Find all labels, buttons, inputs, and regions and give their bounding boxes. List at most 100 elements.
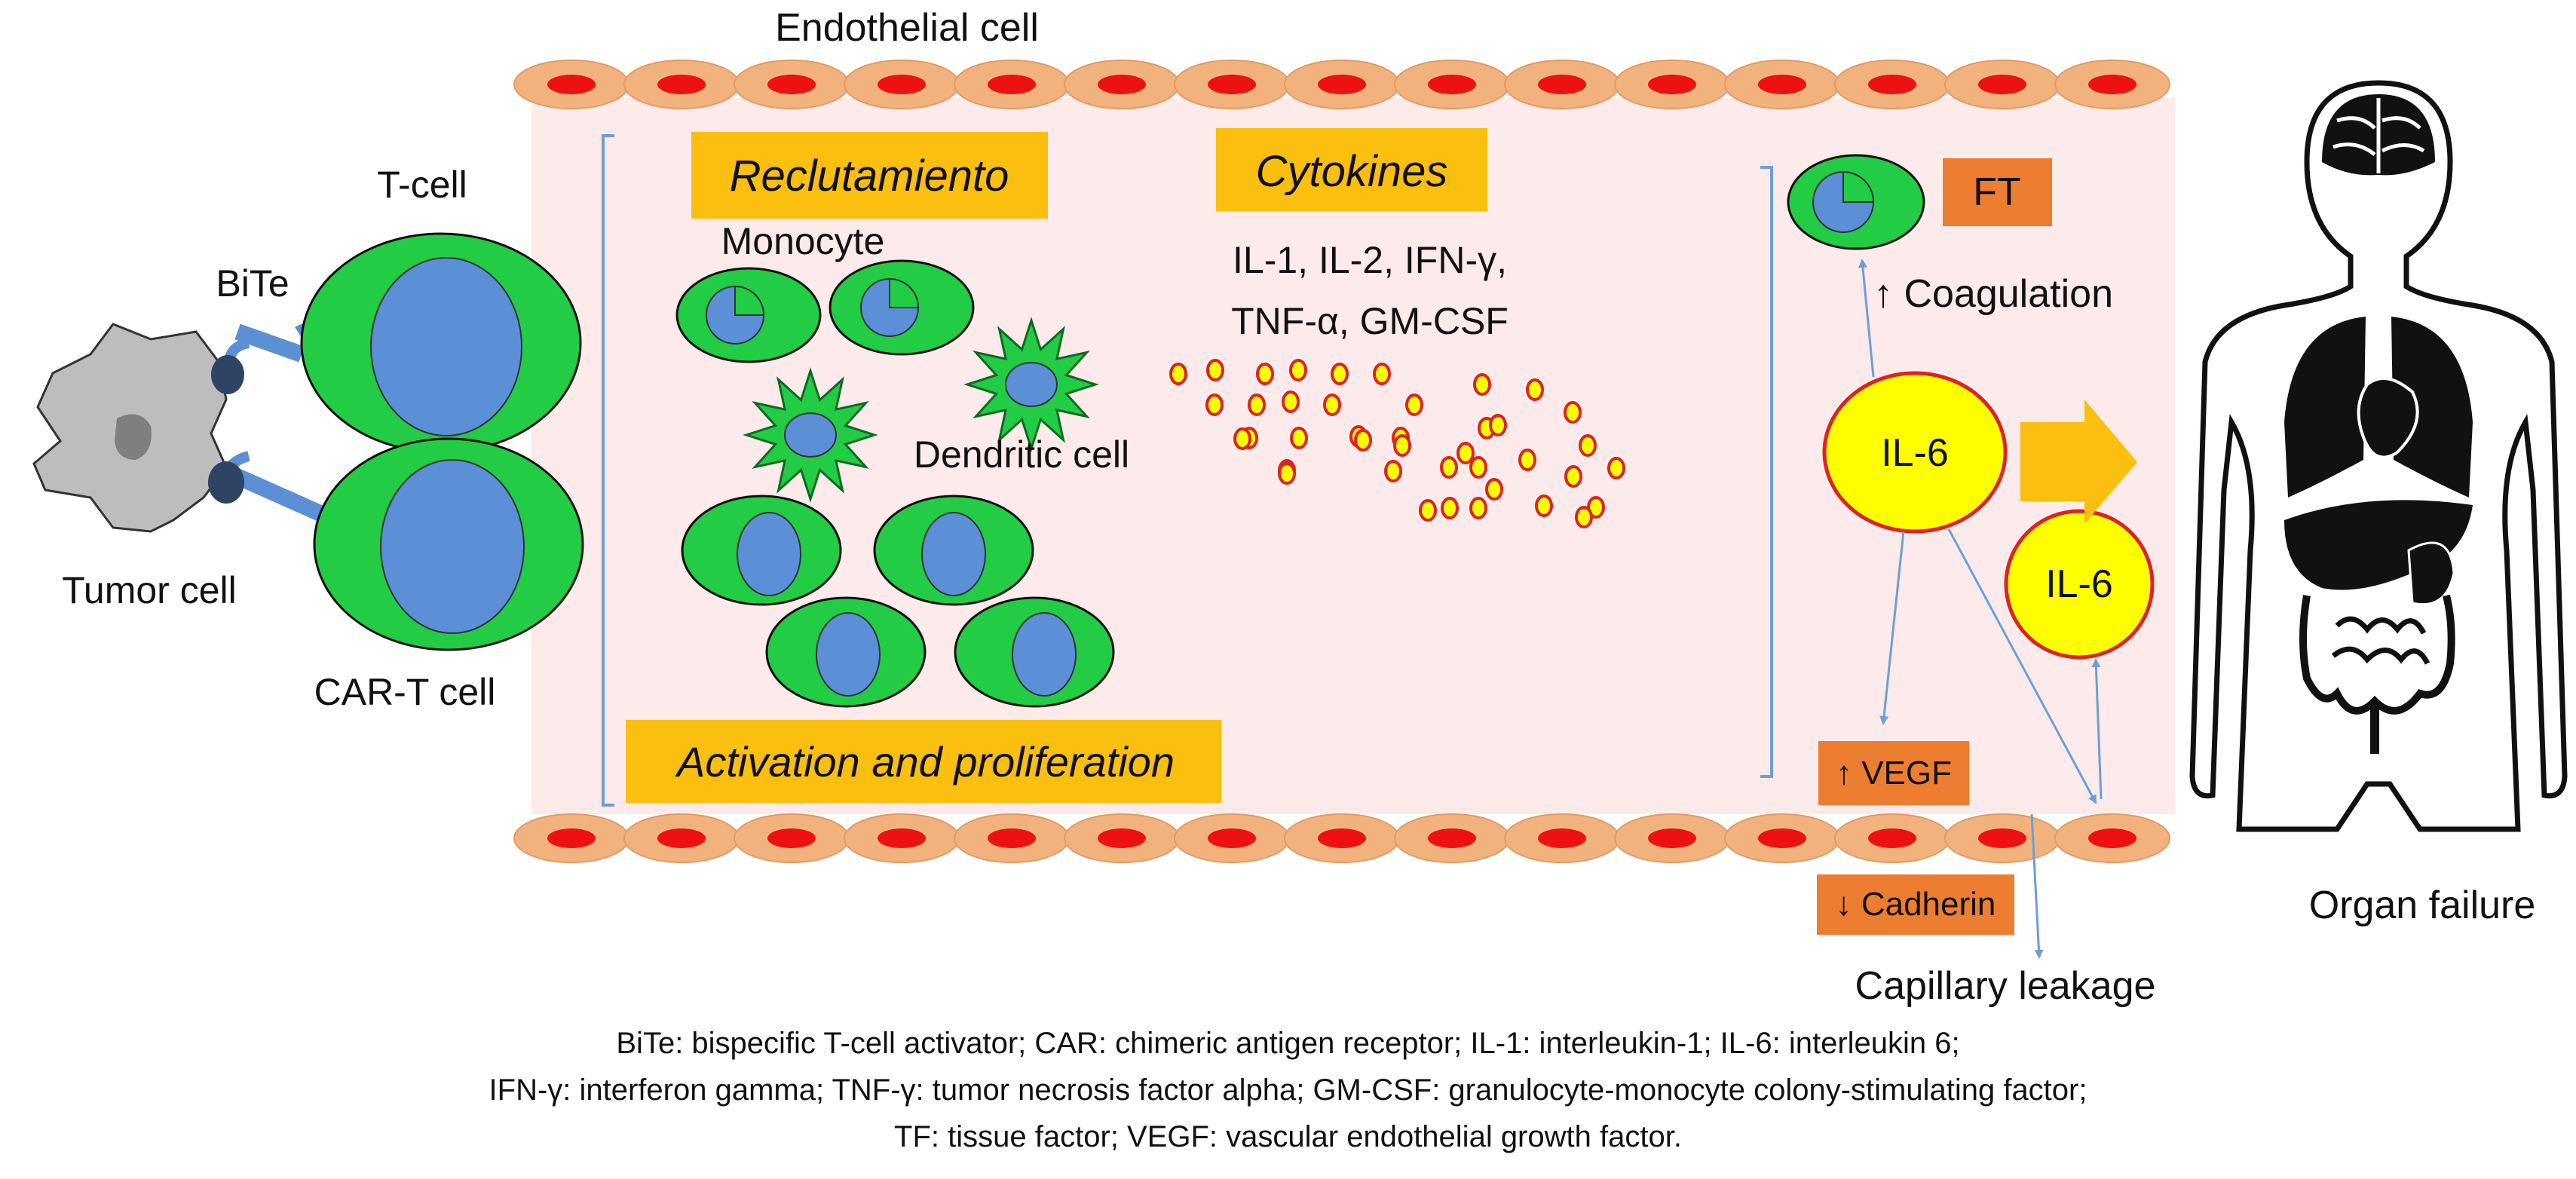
cytokine-particles (1169, 359, 1625, 528)
endothelial-nucleus (988, 75, 1036, 94)
arrow-capillary-leakage (2030, 813, 2044, 959)
dendritic-cell-1 (743, 367, 878, 503)
endothelial-nucleus (1868, 828, 1916, 848)
endothelial-nucleus (1978, 828, 2026, 848)
endothelial-row-top (513, 60, 2170, 109)
dendritic-nucleus (784, 412, 837, 458)
cytokine-particle (1233, 427, 1251, 450)
monocyte-1 (675, 267, 822, 363)
endothelial-nucleus (547, 828, 596, 848)
cytokine-particle (1206, 359, 1224, 381)
dendritic-cell-2 (963, 317, 1099, 452)
ft-label: FT (1973, 170, 2021, 214)
cadherin-label: ↓ Cadherin (1836, 886, 1996, 923)
cytokine-particle (1393, 434, 1411, 457)
arrow-il6-to-endothelium (1947, 528, 2097, 804)
cytokine-particle (1440, 456, 1458, 479)
right-bracket (1760, 166, 1773, 778)
endothelial-nucleus (1428, 828, 1476, 848)
dendritic-cell-label: Dendritic cell (914, 433, 1129, 476)
dendritic-nucleus (1005, 362, 1058, 407)
cytokine-particle (1384, 460, 1402, 482)
endothelial-nucleus (657, 828, 706, 848)
cytokine-list-line1: IL-1, IL-2, IFN-γ, (1233, 239, 1507, 281)
cytokine-particle (1485, 478, 1503, 501)
cytokine-particle (1331, 363, 1349, 385)
endothelial-nucleus (1318, 75, 1366, 94)
cytokine-particle (1282, 390, 1300, 413)
endothelial-nucleus (878, 828, 926, 848)
activation-box (626, 720, 1221, 803)
proliferating-cell-3 (765, 596, 927, 708)
cytokine-particle (1373, 363, 1391, 385)
arrow-il6-to-vegf (1879, 531, 1905, 725)
cytokine-particle (1469, 456, 1487, 479)
cytokine-particle (1248, 394, 1266, 416)
endothelial-nucleus (1208, 828, 1256, 848)
t-cell (300, 232, 582, 454)
tumor-cell-label: Tumor cell (62, 569, 237, 611)
cytokine-particle (1289, 359, 1307, 381)
cytokine-particle (1575, 506, 1593, 528)
monocyte-2 (829, 259, 975, 356)
cytokines-label: Cytokines (1256, 147, 1448, 196)
endothelial-nucleus (1758, 75, 1806, 94)
cytokine-particle (1518, 449, 1536, 471)
cytokine-particle (1489, 414, 1507, 436)
il6-small-circle (2004, 509, 2155, 660)
cytokine-particle (1419, 499, 1437, 522)
bite-label: BiTe (216, 262, 289, 305)
endothelial-nucleus (1648, 75, 1696, 94)
endothelial-nucleus (767, 828, 816, 848)
il6-large-label: IL-6 (1881, 431, 1949, 475)
endothelial-nucleus (1098, 828, 1146, 848)
endothelial-nucleus (2088, 75, 2136, 94)
endothelial-nucleus (1538, 828, 1586, 848)
human-body-organs-icon (2189, 80, 2568, 832)
endothelial-nucleus (1318, 828, 1366, 848)
cytokine-particle (1579, 434, 1597, 457)
cytokine-particle (1278, 462, 1296, 485)
cytokine-particle (1205, 394, 1224, 416)
cytokine-particle (1473, 373, 1491, 396)
coagulation-label: ↑ Coagulation (1873, 272, 2113, 316)
car-t-cell (313, 437, 584, 651)
cytokine-particle (1169, 363, 1187, 385)
endothelial-nucleus (767, 75, 816, 94)
endothelial-nucleus (1648, 828, 1696, 848)
proliferating-cell-4 (954, 596, 1115, 708)
cytokine-list-line2: TNF-α, GM-CSF (1231, 300, 1509, 342)
endothelial-nucleus (1758, 828, 1806, 848)
capillary-leakage-label: Capillary leakage (1855, 964, 2156, 1008)
cytokine-particle (1354, 429, 1372, 452)
reclutamiento-label: Reclutamiento (730, 152, 1009, 201)
tumor-nucleus (115, 414, 152, 460)
car-t-cell-label: CAR-T cell (314, 671, 496, 713)
endothelial-nucleus (1978, 75, 2026, 94)
t-cell-label: T-cell (377, 164, 467, 206)
proliferating-cell-2 (873, 495, 1034, 606)
endothelial-nucleus (1538, 75, 1586, 94)
cytokine-particle (1607, 457, 1625, 479)
ft-monocyte (1787, 154, 1925, 250)
monocyte-label: Monocyte (721, 220, 885, 262)
vegf-box (1818, 741, 1969, 805)
cytokine-particle (1564, 465, 1582, 488)
cytokines-box (1216, 128, 1487, 211)
endothelial-cell-label: Endothelial cell (775, 6, 1039, 50)
caption-line-3: TF: tissue factor; VEGF: vascular endoth… (894, 1120, 1682, 1153)
endothelial-nucleus (1428, 75, 1476, 94)
cadherin-box (1817, 874, 2014, 935)
cytokine-particle (1535, 495, 1553, 517)
cytokine-particle (1405, 394, 1423, 416)
cytokine-particle (1469, 497, 1487, 519)
organ-failure-label: Organ failure (2309, 883, 2536, 927)
cytokine-particle (1441, 497, 1459, 519)
orange-right-arrow-icon (2020, 400, 2137, 524)
endothelial-nucleus (988, 828, 1036, 848)
cytokine-particle (1456, 442, 1475, 464)
cytokine-particle (1564, 401, 1582, 424)
endothelial-nucleus (1208, 75, 1256, 94)
